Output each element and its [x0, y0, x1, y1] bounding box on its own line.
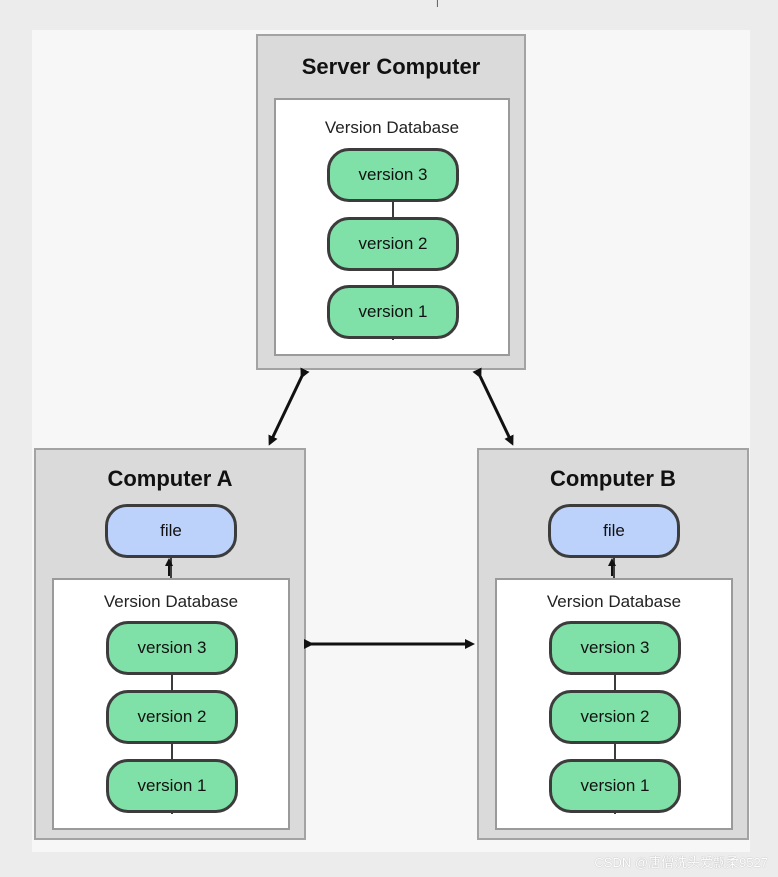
watermark: CSDN @唐僧洗头爱飘柔9527	[594, 855, 768, 870]
computer-a-db-label: Version Database	[103, 592, 239, 611]
arrow-server-computer-a	[268, 367, 310, 446]
computer-b-box: Computer B file Version Database version…	[477, 448, 749, 840]
computer-a-version-2: version 2	[106, 690, 238, 744]
computer-b-connector-line	[614, 674, 616, 814]
arrow-server-computer-b	[472, 367, 514, 446]
computer-a-title: Computer A	[107, 466, 233, 491]
computer-b-version-3: version 3	[549, 621, 681, 675]
computer-b-file-connector	[613, 558, 615, 578]
computer-a-box: Computer A file Version Database version…	[34, 448, 306, 840]
server-computer-title: Server Computer	[301, 54, 481, 79]
computer-b-title: Computer B	[550, 466, 676, 491]
server-db-label: Version Database	[324, 118, 460, 137]
computer-a-connector-line	[171, 674, 173, 814]
computer-a-file: file	[105, 504, 237, 558]
computer-a-version-database: Version Database version 3 version 2 ver…	[52, 578, 290, 830]
server-version-database: Version Database version 3 version 2 ver…	[274, 98, 510, 356]
computer-a-version-1: version 1	[106, 759, 238, 813]
server-version-2: version 2	[327, 217, 459, 271]
computer-b-db-label: Version Database	[546, 592, 682, 611]
text-cursor-icon: I	[436, 0, 439, 10]
computer-a-version-3: version 3	[106, 621, 238, 675]
server-version-3: version 3	[327, 148, 459, 202]
server-version-1: version 1	[327, 285, 459, 339]
computer-b-file: file	[548, 504, 680, 558]
computer-b-version-1: version 1	[549, 759, 681, 813]
computer-a-file-connector	[170, 558, 172, 578]
server-computer-box: Server Computer Version Database version…	[256, 34, 526, 370]
computer-b-version-2: version 2	[549, 690, 681, 744]
computer-b-version-database: Version Database version 3 version 2 ver…	[495, 578, 733, 830]
